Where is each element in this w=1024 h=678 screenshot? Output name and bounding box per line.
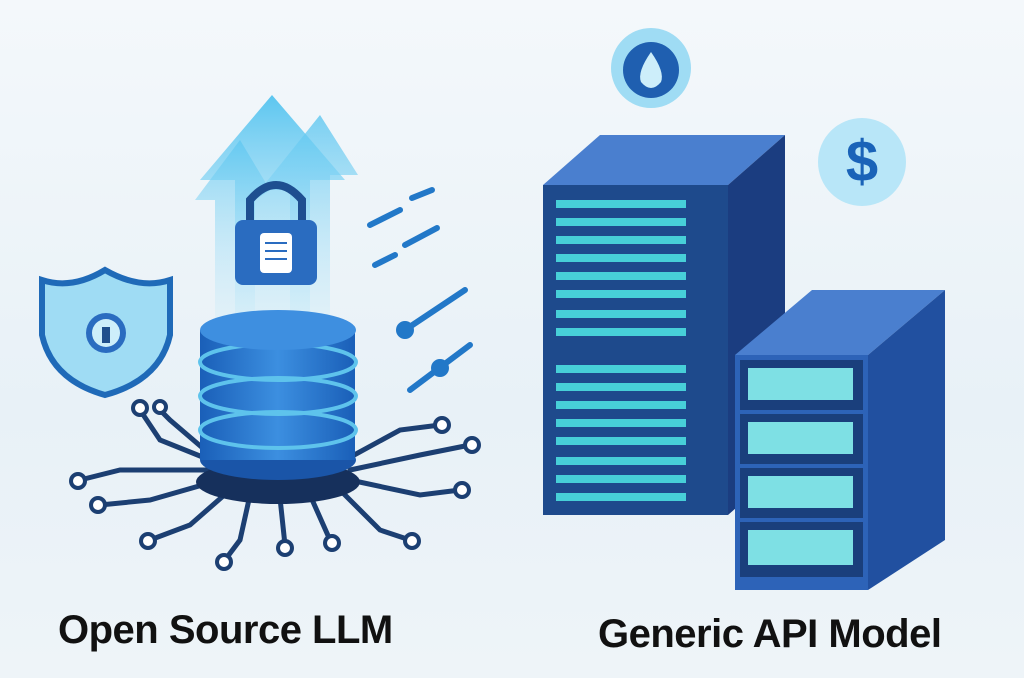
open-source-llm-caption: Open Source LLM: [58, 608, 393, 652]
cloud-water-badge-icon: [611, 28, 691, 108]
security-shield-icon: [39, 266, 173, 399]
generic-api-model-caption: Generic API Model: [598, 612, 942, 656]
circuit-traces-icon: [77, 407, 473, 563]
dollar-symbol: $: [845, 129, 879, 194]
upload-arrows-icon: [195, 95, 358, 330]
padlock-icon: [235, 181, 317, 285]
dollar-badge-icon: [818, 118, 906, 206]
tall-server-rack-icon: [543, 135, 785, 515]
connection-glyphs-icon: [367, 187, 473, 393]
database-icon: [198, 310, 358, 480]
small-server-stack-icon: [735, 290, 945, 590]
